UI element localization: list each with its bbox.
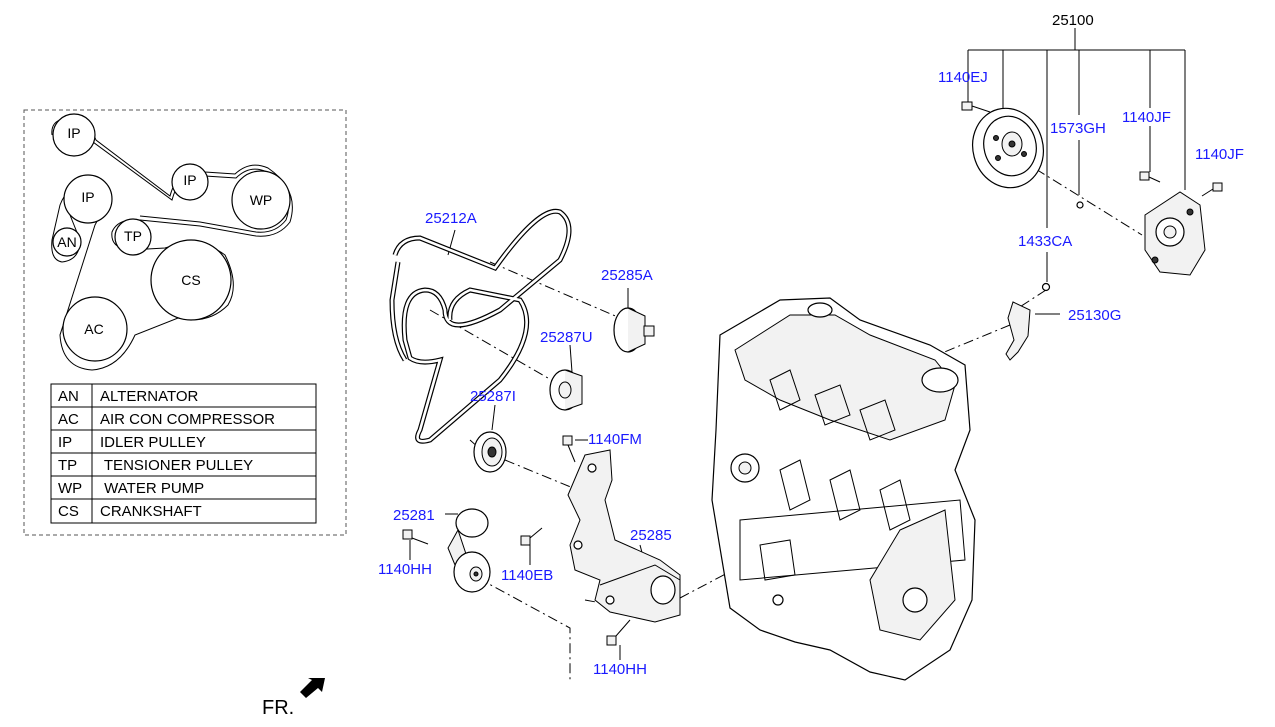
front-label: FR. xyxy=(262,697,294,719)
legend-code: CS xyxy=(58,503,79,520)
part-label-25285[interactable]: 25285 xyxy=(630,527,672,544)
legend-code: AN xyxy=(58,388,79,405)
legend-name: WATER PUMP xyxy=(100,480,204,497)
legend-name: AIR CON COMPRESSOR xyxy=(100,411,275,428)
pin-1573GH xyxy=(1076,201,1084,209)
bolt-1140HH-a xyxy=(402,529,429,545)
part-labels: 25100 1140EJ 1573GH 1140JF 1140JF 1433CA… xyxy=(378,12,1244,678)
legend-code: AC xyxy=(58,411,79,428)
legend-code: IP xyxy=(58,434,72,451)
pulley-label: IP xyxy=(67,125,80,141)
bolt-1140FM xyxy=(562,435,576,463)
part-label-25130G[interactable]: 25130G xyxy=(1068,307,1121,324)
bracket-25285 xyxy=(567,449,681,623)
legend-name: TENSIONER PULLEY xyxy=(100,457,253,474)
gasket-25130G xyxy=(1005,301,1031,361)
tensioner-pulley-25287I xyxy=(473,431,507,473)
part-label-1140HH[interactable]: 1140HH xyxy=(378,561,432,578)
pulley-label: IP xyxy=(81,189,94,205)
bolt-1140JF-a xyxy=(1139,171,1161,183)
assembly-label-25100: 25100 xyxy=(1052,12,1094,29)
ring-1433CA xyxy=(1041,282,1051,292)
part-label-25285A[interactable]: 25285A xyxy=(601,267,653,284)
front-arrow-icon xyxy=(300,678,325,698)
front-direction-marker: FR. xyxy=(262,678,325,719)
water-pump-pulley-part xyxy=(972,107,1044,189)
part-label-1140JF[interactable]: 1140JF xyxy=(1195,146,1244,163)
idler-pulley-mid xyxy=(171,163,209,201)
part-label-1140EB[interactable]: 1140EB xyxy=(501,567,553,584)
idler-pulley-top xyxy=(52,113,96,157)
legend-name: IDLER PULLEY xyxy=(100,434,206,451)
water-pump-pulley xyxy=(231,170,291,230)
belt-25212A xyxy=(389,208,572,444)
pulley-label: IP xyxy=(183,172,196,188)
part-label-1573GH[interactable]: 1573GH xyxy=(1050,120,1106,137)
part-label-1433CA[interactable]: 1433CA xyxy=(1018,233,1072,250)
tensioner-25281 xyxy=(447,508,491,593)
inset-border xyxy=(23,109,347,536)
crankshaft-pulley xyxy=(150,239,232,321)
part-label-25281[interactable]: 25281 xyxy=(393,507,435,524)
legend-code: WP xyxy=(58,480,82,497)
bolt-1140EJ xyxy=(961,101,991,113)
part-label-25212A[interactable]: 25212A xyxy=(425,210,477,227)
bolt-1140JF-b xyxy=(1201,182,1223,197)
legend-name: ALTERNATOR xyxy=(100,388,199,405)
legend-code: TP xyxy=(58,457,77,474)
idler-pulley-25287U xyxy=(549,369,583,411)
legend-name: CRANKSHAFT xyxy=(100,503,202,520)
pulley-label: AN xyxy=(57,234,76,250)
idler-pulley-25285A xyxy=(613,307,655,353)
idler-pulley-left xyxy=(63,174,113,224)
water-pump-housing xyxy=(1144,191,1206,276)
alternator-pulley xyxy=(52,227,82,257)
part-label-1140FM[interactable]: 1140FM xyxy=(588,431,642,448)
pulley-label: CS xyxy=(181,272,200,288)
part-label-25287I[interactable]: 25287I xyxy=(470,388,516,405)
bolt-1140EB xyxy=(520,527,543,546)
pulley-label: WP xyxy=(250,192,273,208)
pulley-label: TP xyxy=(124,228,142,244)
part-label-1140HH[interactable]: 1140HH xyxy=(593,661,647,678)
part-label-25287U[interactable]: 25287U xyxy=(540,329,593,346)
belt-routing-inset: IP IP WP IP AN TP CS AC AN ALTERNATOR AC… xyxy=(23,109,347,536)
legend-table: AN ALTERNATOR AC AIR CON COMPRESSOR IP I… xyxy=(50,383,317,524)
ac-compressor-pulley xyxy=(62,296,128,362)
part-label-1140JF[interactable]: 1140JF xyxy=(1122,109,1171,126)
bolt-1140HH-b xyxy=(606,619,631,646)
part-label-1140EJ[interactable]: 1140EJ xyxy=(938,69,988,86)
engine-block xyxy=(711,297,976,681)
callout-lines xyxy=(409,28,1186,660)
tensioner-pulley xyxy=(114,218,152,256)
pulley-label: AC xyxy=(84,321,103,337)
